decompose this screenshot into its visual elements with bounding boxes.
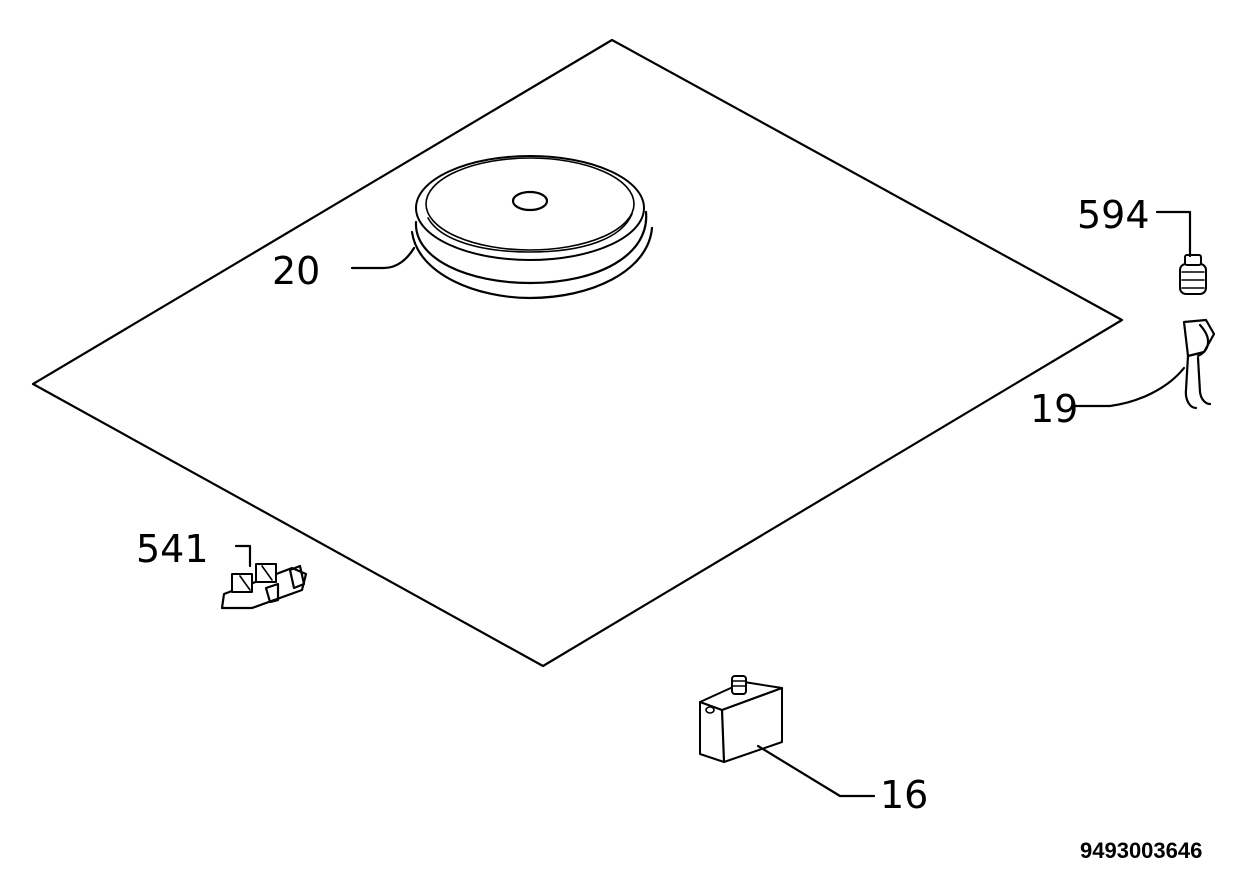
leader-line-541 — [234, 544, 252, 568]
callout-19: 19 — [1030, 387, 1078, 431]
terminal-bracket-part-541 — [220, 563, 308, 610]
leader-line-19 — [1072, 366, 1186, 408]
callout-16: 16 — [880, 773, 928, 817]
switch-part-16 — [698, 675, 784, 764]
cooktop-plate — [31, 38, 1124, 668]
leader-line-594 — [1155, 210, 1192, 258]
callout-20: 20 — [272, 249, 320, 293]
connector-part-594 — [1179, 254, 1207, 295]
leader-line-20 — [350, 246, 416, 270]
callout-594: 594 — [1077, 193, 1150, 237]
hotplate-part-20 — [410, 155, 654, 300]
callout-541: 541 — [136, 527, 209, 571]
sensor-part-19 — [1182, 318, 1216, 410]
drawing-number: 9493003646 — [1080, 838, 1202, 863]
leader-line-16 — [756, 744, 876, 798]
